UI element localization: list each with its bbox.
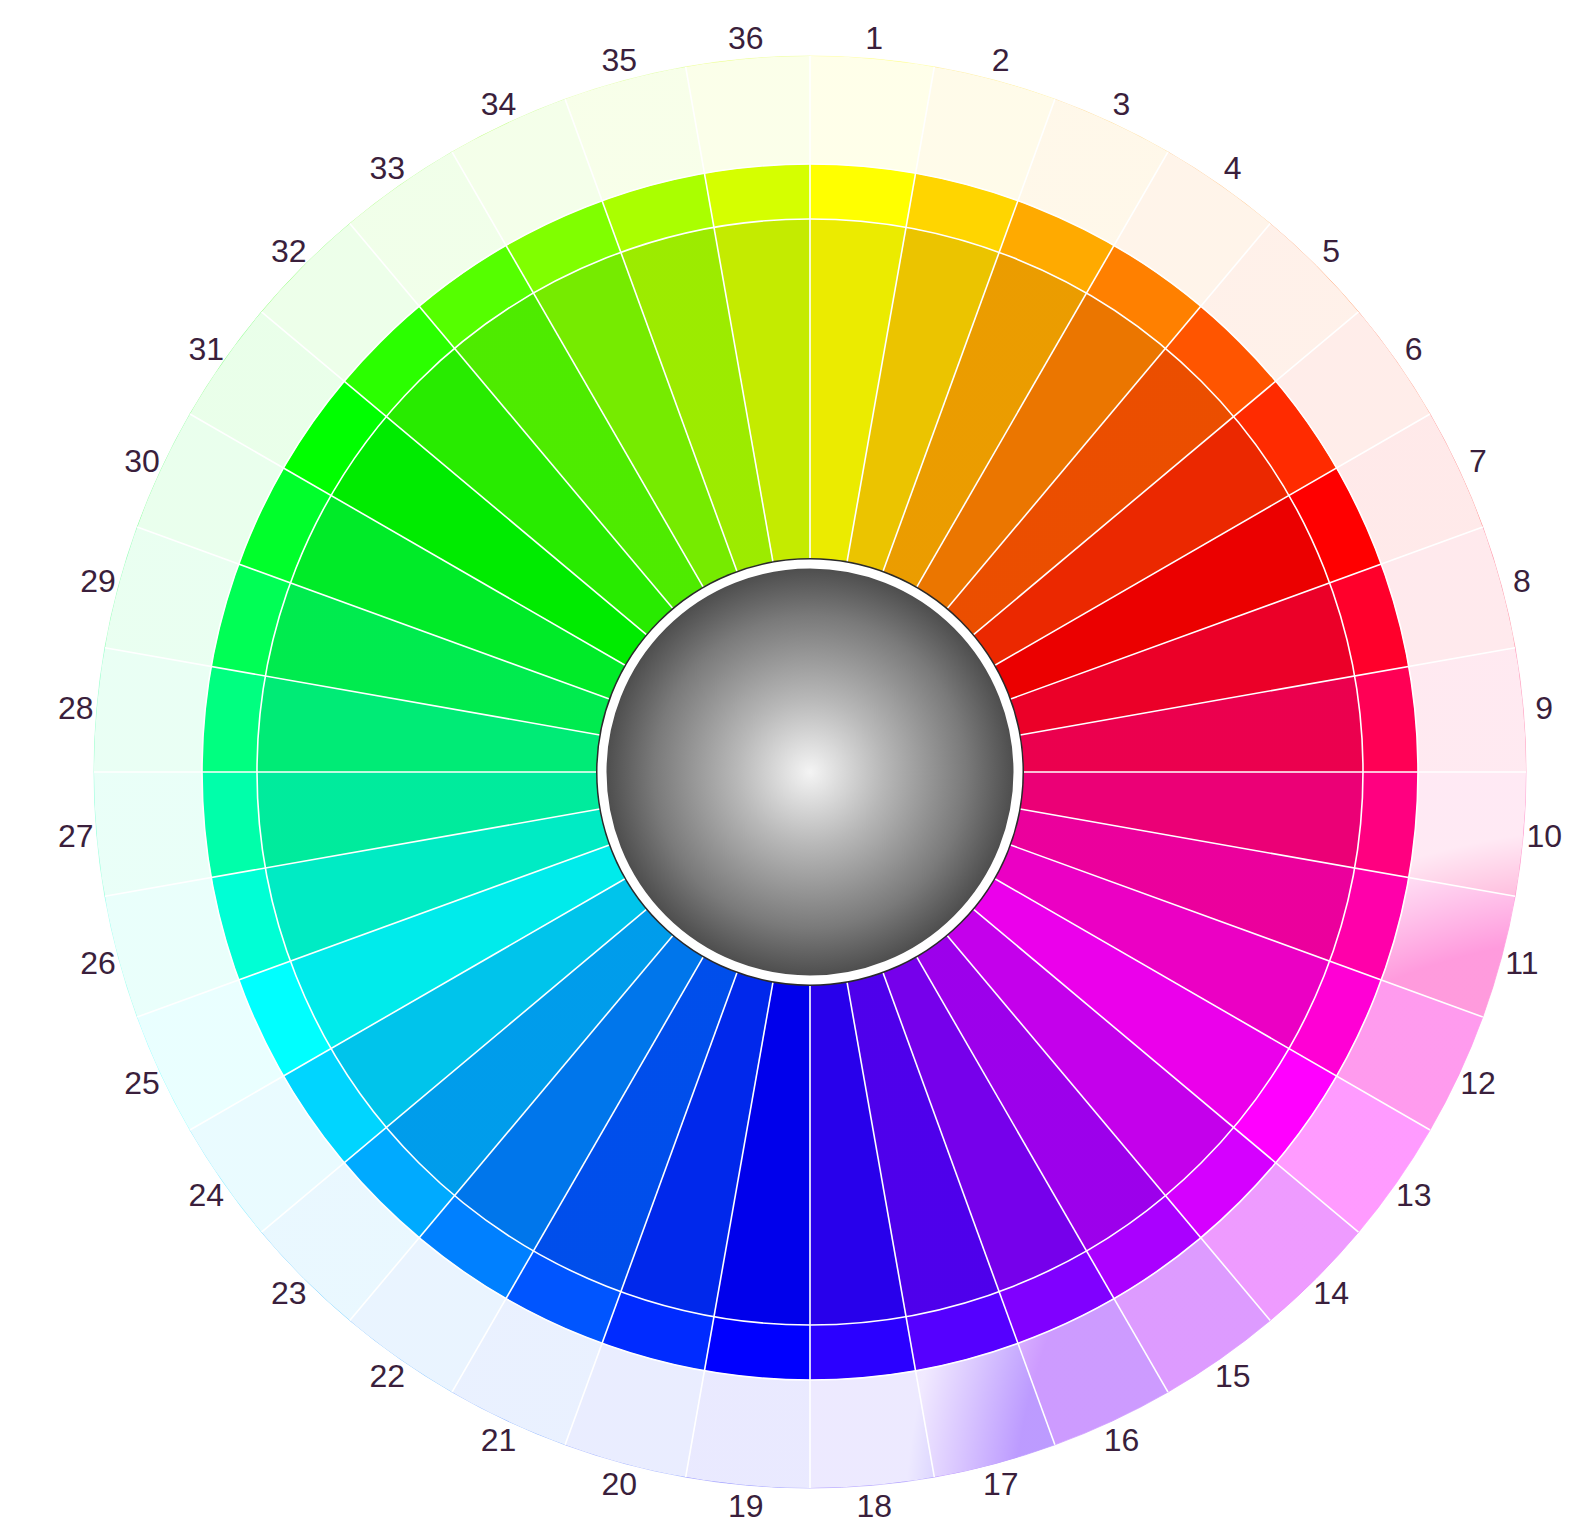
sector-number: 30 (124, 445, 160, 477)
sector-number: 11 (1505, 947, 1538, 979)
sector-number: 18 (856, 1490, 892, 1522)
sector-divider (847, 67, 935, 563)
sector-number: 5 (1322, 235, 1340, 267)
sector-divider (916, 956, 1168, 1392)
sector-divider (190, 878, 626, 1130)
sector-number: 32 (271, 235, 307, 267)
sector-divider (847, 981, 935, 1477)
sector-number: 36 (728, 22, 764, 54)
sector-number: 13 (1396, 1179, 1432, 1211)
sector-number: 20 (601, 1468, 637, 1500)
sector-divider (994, 414, 1430, 666)
sector-number: 9 (1535, 692, 1553, 724)
grid-lines (94, 56, 1526, 1488)
sector-number: 17 (983, 1468, 1019, 1500)
sector-divider (883, 971, 1055, 1445)
sector-number: 35 (601, 44, 637, 76)
sector-number: 8 (1513, 565, 1531, 597)
sector-divider (94, 771, 598, 773)
sector-divider (137, 527, 611, 699)
wheel-group (94, 56, 1526, 1488)
sector-divider (972, 908, 1358, 1232)
sector-divider (1022, 771, 1526, 773)
sector-number: 22 (369, 1360, 405, 1392)
sector-number: 7 (1469, 445, 1487, 477)
sector-divider (972, 312, 1358, 636)
sector-divider (262, 312, 648, 636)
sector-number: 19 (728, 1490, 764, 1522)
sector-divider (1009, 845, 1483, 1017)
sector-divider (994, 878, 1430, 1130)
tint-overlay (94, 56, 1526, 1488)
sector-divider (686, 67, 774, 563)
sector-divider (809, 984, 811, 1488)
sector-divider (946, 934, 1270, 1320)
sector-number: 21 (481, 1424, 517, 1456)
sector-divider (452, 956, 704, 1392)
sector-divider (809, 56, 811, 560)
sector-divider (883, 99, 1055, 573)
sector-divider (137, 845, 611, 1017)
sector-divider (1019, 809, 1515, 897)
sector-number: 24 (188, 1179, 224, 1211)
sector-divider (946, 224, 1270, 610)
sector-number: 10 (1526, 820, 1562, 852)
sphere-outline (596, 558, 1024, 986)
sector-number: 27 (58, 820, 94, 852)
sector-number: 12 (1460, 1067, 1496, 1099)
ring-divider (202, 164, 1418, 1380)
sector-divider (350, 224, 674, 610)
sector-number: 23 (271, 1277, 307, 1309)
sector-divider (190, 414, 626, 666)
gray-sphere (602, 564, 1018, 980)
sector-number: 16 (1104, 1424, 1140, 1456)
sector-divider (1009, 527, 1483, 699)
sector-number: 6 (1405, 333, 1423, 365)
sector-divider (916, 152, 1168, 588)
sector-number: 29 (80, 565, 116, 597)
sector-number: 26 (80, 947, 116, 979)
sector-number: 33 (369, 152, 405, 184)
sector-number: 14 (1313, 1277, 1349, 1309)
sector-divider (1019, 648, 1515, 736)
sector-number: 28 (58, 692, 94, 724)
sector-number: 25 (124, 1067, 160, 1099)
sector-number: 2 (992, 44, 1010, 76)
sector-number: 1 (865, 22, 883, 54)
sector-number: 31 (188, 333, 224, 365)
sector-divider (565, 971, 737, 1445)
sector-divider (565, 99, 737, 573)
tint-sectors (94, 56, 1526, 1488)
sector-divider (452, 152, 704, 588)
sector-divider (350, 934, 674, 1320)
sector-number: 34 (481, 88, 517, 120)
sector-number: 15 (1215, 1360, 1251, 1392)
ring-divider (257, 219, 1363, 1325)
sector-divider (105, 648, 601, 736)
sector-divider (686, 981, 774, 1477)
sector-number: 4 (1224, 152, 1242, 184)
sector-number: 3 (1113, 88, 1131, 120)
sector-divider (105, 809, 601, 897)
sector-divider (262, 908, 648, 1232)
